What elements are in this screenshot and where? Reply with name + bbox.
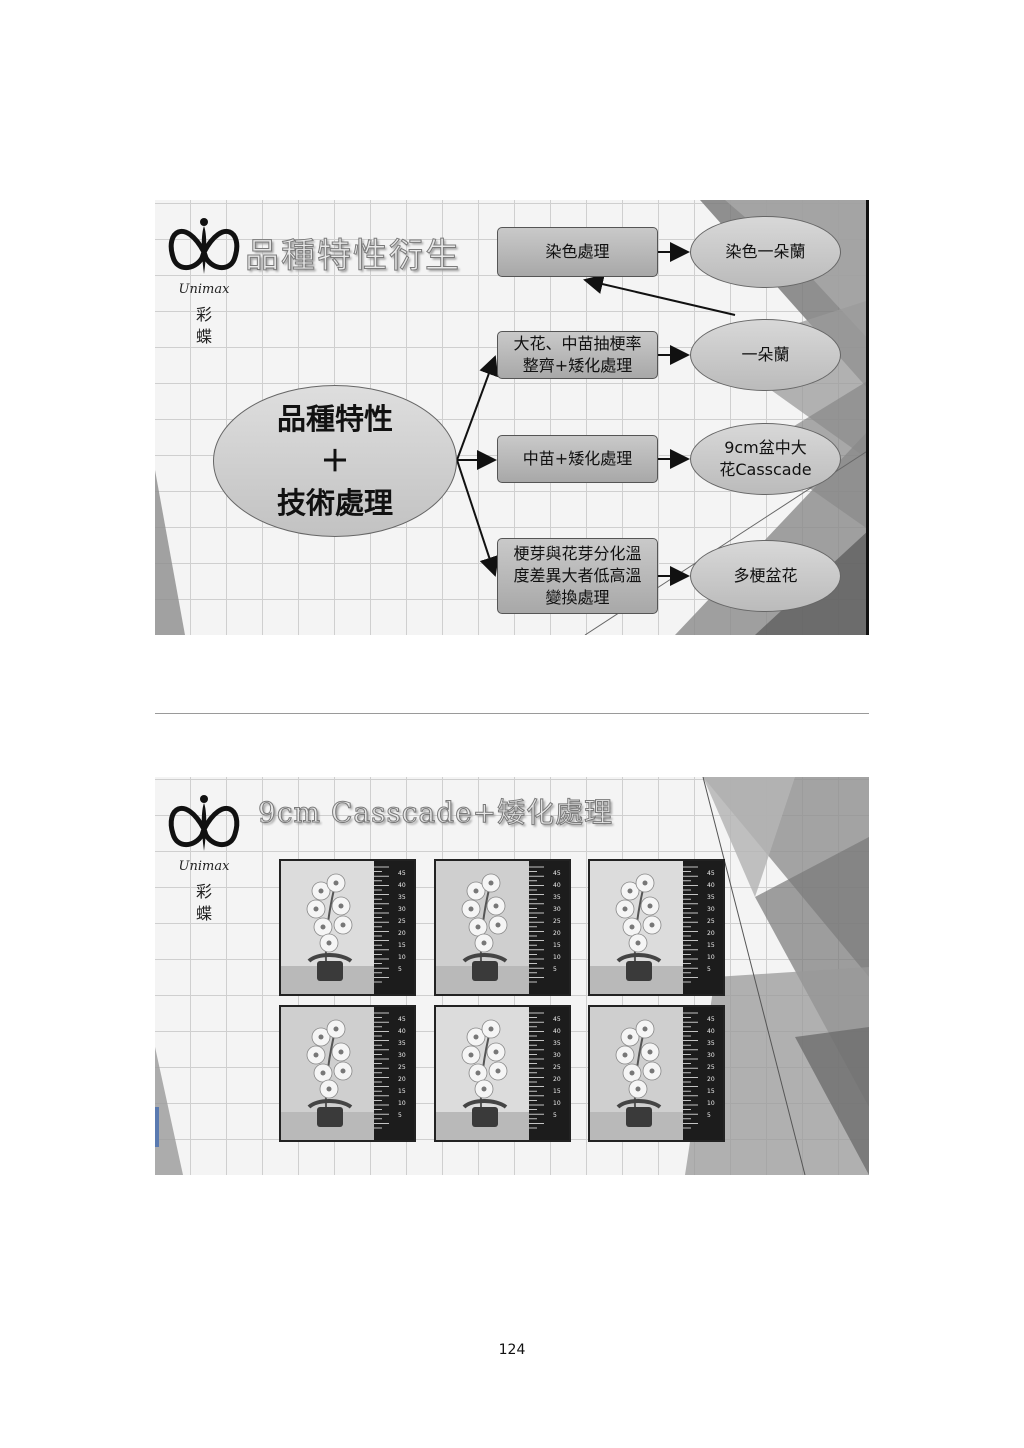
svg-text:10: 10 bbox=[398, 954, 406, 961]
slide-cascade-dwarfing: Unimax 彩 蝶 9cm Casscade+矮化處理 45 40 35 30 25 2… bbox=[155, 777, 869, 1175]
svg-text:15: 15 bbox=[398, 942, 406, 949]
orchid-photo: 45 40 35 30 25 20 15 10 5 bbox=[588, 859, 725, 996]
slide-title: 9cm Casscade+矮化處理 bbox=[257, 796, 614, 830]
flow-arrows bbox=[456, 242, 736, 586]
svg-text:10: 10 bbox=[707, 954, 715, 961]
svg-text:10: 10 bbox=[553, 954, 561, 961]
svg-text:30: 30 bbox=[398, 906, 406, 913]
svg-text:20: 20 bbox=[553, 930, 561, 937]
brand-name: Unimax bbox=[178, 282, 230, 297]
svg-text:25: 25 bbox=[707, 918, 715, 925]
svg-text:45: 45 bbox=[553, 1016, 561, 1023]
svg-text:15: 15 bbox=[707, 942, 715, 949]
svg-text:20: 20 bbox=[398, 930, 406, 937]
svg-text:35: 35 bbox=[398, 1040, 406, 1047]
unimax-logo: Unimax 彩 蝶 bbox=[165, 789, 243, 929]
svg-text:30: 30 bbox=[398, 1052, 406, 1059]
svg-text:40: 40 bbox=[707, 882, 715, 889]
svg-text:10: 10 bbox=[707, 1100, 715, 1107]
svg-text:25: 25 bbox=[707, 1064, 715, 1071]
svg-text:20: 20 bbox=[398, 1076, 406, 1083]
svg-text:40: 40 bbox=[398, 1028, 406, 1035]
result-oval-multi-spike: 多梗盆花 bbox=[690, 540, 841, 612]
svg-text:35: 35 bbox=[553, 894, 561, 901]
result-oval-dyed-single: 染色一朵蘭 bbox=[690, 216, 841, 288]
orchid-photo: 45 40 35 30 25 20 15 10 5 bbox=[279, 1005, 416, 1142]
svg-text:10: 10 bbox=[398, 1100, 406, 1107]
unimax-logo: Unimax 彩 蝶 bbox=[165, 212, 243, 352]
slide-variety-traits: Unimax 彩 蝶 品種特性衍生 品種特性 ＋ 技術處理 染色處理 大花、中苗… bbox=[155, 200, 869, 635]
svg-text:30: 30 bbox=[707, 1052, 715, 1059]
page-number: 124 bbox=[498, 1342, 526, 1358]
svg-text:35: 35 bbox=[398, 894, 406, 901]
svg-text:15: 15 bbox=[553, 1088, 561, 1095]
svg-text:35: 35 bbox=[707, 894, 715, 901]
svg-text:25: 25 bbox=[553, 918, 561, 925]
svg-text:10: 10 bbox=[553, 1100, 561, 1107]
svg-text:45: 45 bbox=[707, 1016, 715, 1023]
butterfly-logo-icon bbox=[168, 218, 240, 274]
butterfly-logo-icon bbox=[168, 795, 240, 851]
svg-text:45: 45 bbox=[707, 870, 715, 877]
svg-text:40: 40 bbox=[707, 1028, 715, 1035]
svg-text:5: 5 bbox=[707, 966, 711, 973]
svg-text:20: 20 bbox=[707, 1076, 715, 1083]
svg-text:30: 30 bbox=[553, 906, 561, 913]
svg-text:40: 40 bbox=[553, 882, 561, 889]
svg-text:30: 30 bbox=[553, 1052, 561, 1059]
svg-text:40: 40 bbox=[398, 882, 406, 889]
svg-text:25: 25 bbox=[553, 1064, 561, 1071]
result-oval-cascade: 9cm盆中大 花Casscade bbox=[690, 423, 841, 495]
svg-text:45: 45 bbox=[553, 870, 561, 877]
brand-name: Unimax bbox=[178, 859, 230, 874]
svg-text:5: 5 bbox=[707, 1112, 711, 1119]
result-oval-single: 一朵蘭 bbox=[690, 319, 841, 391]
treatment-box-dyeing: 染色處理 bbox=[497, 227, 658, 277]
left-edge-strip bbox=[155, 1107, 159, 1147]
orchid-photo: 45 40 35 30 25 20 15 10 5 bbox=[434, 1005, 571, 1142]
brand-chinese-name: 彩 蝶 bbox=[195, 305, 212, 346]
svg-text:15: 15 bbox=[398, 1088, 406, 1095]
svg-text:25: 25 bbox=[398, 1064, 406, 1071]
svg-text:40: 40 bbox=[553, 1028, 561, 1035]
svg-text:15: 15 bbox=[707, 1088, 715, 1095]
svg-text:5: 5 bbox=[553, 1112, 557, 1119]
svg-text:25: 25 bbox=[398, 918, 406, 925]
svg-text:20: 20 bbox=[707, 930, 715, 937]
treatment-box-temperature: 梗芽與花芽分化溫 度差異大者低高溫 變換處理 bbox=[497, 538, 658, 614]
variety-traits-oval: 品種特性 ＋ 技術處理 bbox=[213, 385, 457, 537]
orchid-photo: 45 40 35 30 25 20 15 10 5 bbox=[588, 1005, 725, 1142]
svg-text:45: 45 bbox=[398, 870, 406, 877]
svg-text:5: 5 bbox=[553, 966, 557, 973]
svg-text:45: 45 bbox=[398, 1016, 406, 1023]
svg-text:35: 35 bbox=[553, 1040, 561, 1047]
orchid-photo: 45 40 35 30 25 20 15 10 5 bbox=[434, 859, 571, 996]
orchid-photo: 45 40 35 30 25 20 15 10 5 bbox=[279, 859, 416, 996]
slide-title: 品種特性衍生 bbox=[245, 236, 461, 277]
background-decoration bbox=[155, 777, 869, 1175]
svg-text:20: 20 bbox=[553, 1076, 561, 1083]
brand-chinese-name: 彩 蝶 bbox=[195, 882, 212, 923]
svg-text:5: 5 bbox=[398, 1112, 402, 1119]
treatment-box-large-flower: 大花、中苗抽梗率 整齊+矮化處理 bbox=[497, 331, 658, 379]
slide-divider bbox=[155, 713, 869, 714]
treatment-box-dwarfing: 中苗+矮化處理 bbox=[497, 435, 658, 483]
svg-text:15: 15 bbox=[553, 942, 561, 949]
svg-text:5: 5 bbox=[398, 966, 402, 973]
svg-text:35: 35 bbox=[707, 1040, 715, 1047]
svg-text:30: 30 bbox=[707, 906, 715, 913]
